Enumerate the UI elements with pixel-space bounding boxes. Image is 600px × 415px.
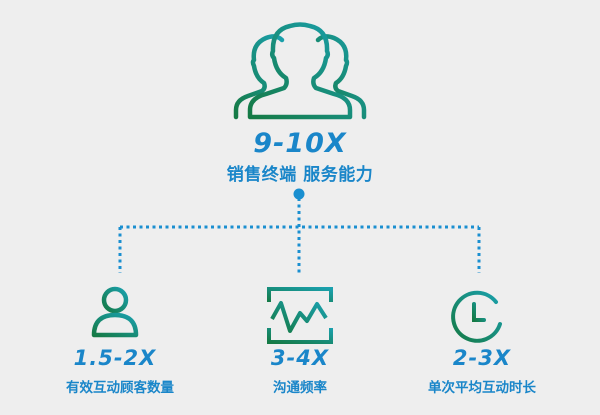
root-label: 销售终端 服务能力	[226, 165, 374, 185]
child-label-1: 有效互动顾客数量	[66, 380, 174, 396]
people-group-icon	[233, 22, 367, 120]
child-label-3: 单次平均互动时长	[428, 380, 536, 396]
child-value-2: 3-4X	[270, 346, 330, 370]
connector-node-dot	[293, 188, 305, 200]
root-value: 9-10X	[253, 128, 347, 159]
person-badge-icon	[91, 286, 139, 338]
child-value-3: 2-3X	[452, 346, 512, 370]
child-label-2: 沟通频率	[273, 380, 327, 396]
pulse-monitor-icon	[267, 287, 333, 344]
clock-icon	[451, 290, 502, 343]
child-value-1: 1.5-2X	[73, 346, 157, 370]
